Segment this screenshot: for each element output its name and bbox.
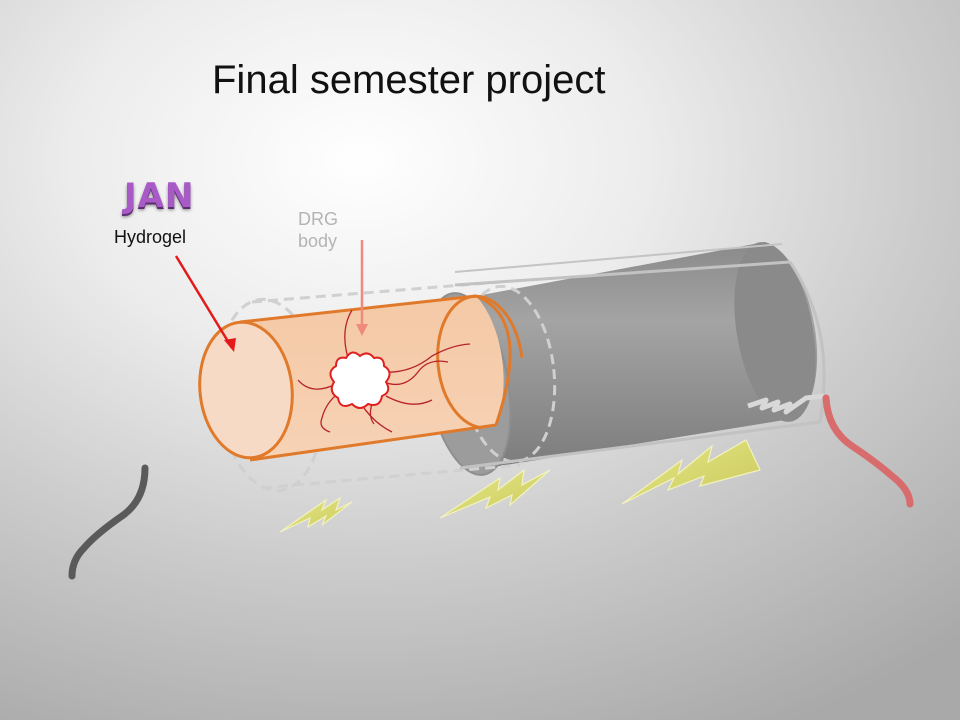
drg-pointer-arrow	[356, 240, 368, 336]
slide-title: Final semester project	[212, 58, 606, 102]
drg-body-label: DRG body	[298, 208, 378, 252]
lightning-bolt-small	[279, 496, 353, 533]
right-electrode-wire	[747, 393, 914, 508]
drg-cell	[297, 309, 471, 433]
drg-label-line1: DRG	[298, 209, 338, 229]
cell-body-outline	[329, 351, 391, 409]
author-tag: JAN	[124, 176, 195, 216]
lightning-bolt-medium	[439, 468, 551, 519]
hydrogel-label: Hydrogel	[114, 227, 187, 247]
left-electrode-wire	[68, 449, 199, 580]
drg-label-line2: body	[298, 231, 338, 251]
hydrogel-pointer-arrow	[174, 255, 236, 352]
lightning-bolts	[279, 439, 761, 533]
lightning-bolt-large	[621, 439, 761, 505]
